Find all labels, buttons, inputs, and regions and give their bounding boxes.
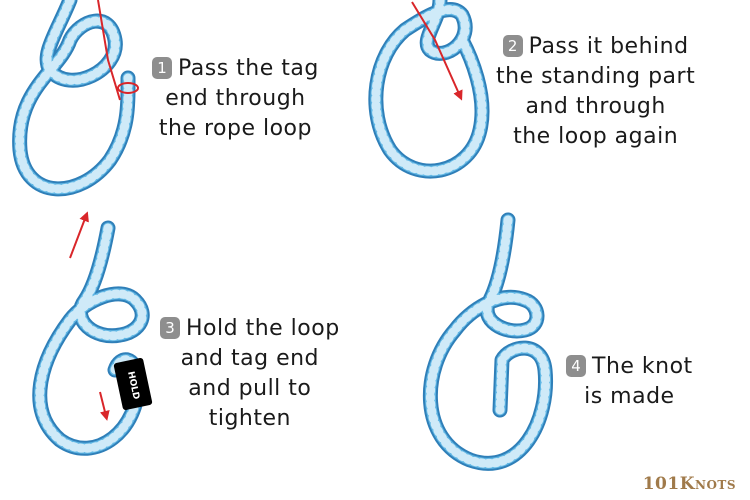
rope-step-3 bbox=[32, 220, 150, 456]
step-3-line-4: tighten bbox=[208, 406, 291, 431]
hold-band bbox=[113, 357, 153, 411]
rope-step-1 bbox=[12, 0, 136, 197]
step-1-number-badge: 1 bbox=[152, 57, 172, 79]
brand-logo: 101KNOTS bbox=[643, 474, 736, 494]
step-1-line-3: the rope loop bbox=[158, 116, 312, 141]
step-2-line-2: the standing part bbox=[496, 64, 696, 89]
arrow-step-2 bbox=[411, 1, 463, 101]
arrow-step-1 bbox=[97, 0, 121, 101]
step-2-line-1: Pass it behind bbox=[528, 34, 689, 59]
step-3-caption: 3 Hold the loop and tag end and pull to t… bbox=[160, 314, 340, 434]
step-2-line-4: the loop again bbox=[513, 124, 679, 149]
step-3-number-badge: 3 bbox=[160, 317, 180, 339]
step-1-line-2: end through bbox=[165, 86, 306, 111]
step-4-line-1: The knot bbox=[592, 354, 693, 379]
step-1-caption: 1 Pass the tag end through the rope loop bbox=[152, 54, 319, 144]
step-1-line-1: Pass the tag bbox=[178, 56, 319, 81]
wrap-marker-step-1 bbox=[117, 82, 139, 94]
step-4-number-badge: 4 bbox=[566, 355, 586, 377]
arrow-step-3-down bbox=[99, 391, 110, 421]
brand-rest: NOTS bbox=[694, 478, 736, 492]
step-3-line-2: and tag end bbox=[180, 346, 320, 371]
rope-step-4 bbox=[422, 212, 554, 471]
step-2-number-badge: 2 bbox=[502, 35, 523, 57]
step-3-line-1: Hold the loop bbox=[186, 316, 340, 341]
brand-prefix: 101 bbox=[642, 474, 680, 494]
arrow-step-3-up bbox=[69, 211, 89, 259]
step-2-line-3: and through bbox=[525, 94, 666, 119]
step-4-line-2: is made bbox=[584, 384, 675, 409]
step-4-caption: 4 The knot is made bbox=[566, 352, 693, 412]
step-3-line-3: and pull to bbox=[188, 376, 312, 401]
rope-step-2 bbox=[368, 0, 490, 179]
brand-word: K bbox=[679, 474, 695, 494]
